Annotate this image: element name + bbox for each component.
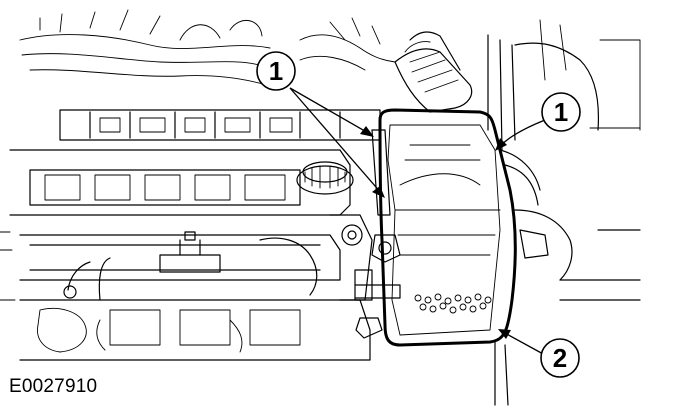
- callout-2: 2: [540, 338, 580, 378]
- callout-2-label: 2: [553, 343, 567, 373]
- level-dots: [414, 293, 492, 314]
- leader-lines: [289, 87, 546, 356]
- reservoir-outline: [378, 108, 517, 347]
- callout-1-right-label: 1: [554, 97, 568, 127]
- callout-1-top: 1: [256, 51, 296, 91]
- coolant-reservoir: [378, 108, 517, 347]
- figure-code: E0027910: [9, 376, 98, 397]
- callout-1-top-label: 1: [269, 56, 283, 86]
- callout-1-right: 1: [541, 92, 581, 132]
- engine-linework: [0, 9, 641, 406]
